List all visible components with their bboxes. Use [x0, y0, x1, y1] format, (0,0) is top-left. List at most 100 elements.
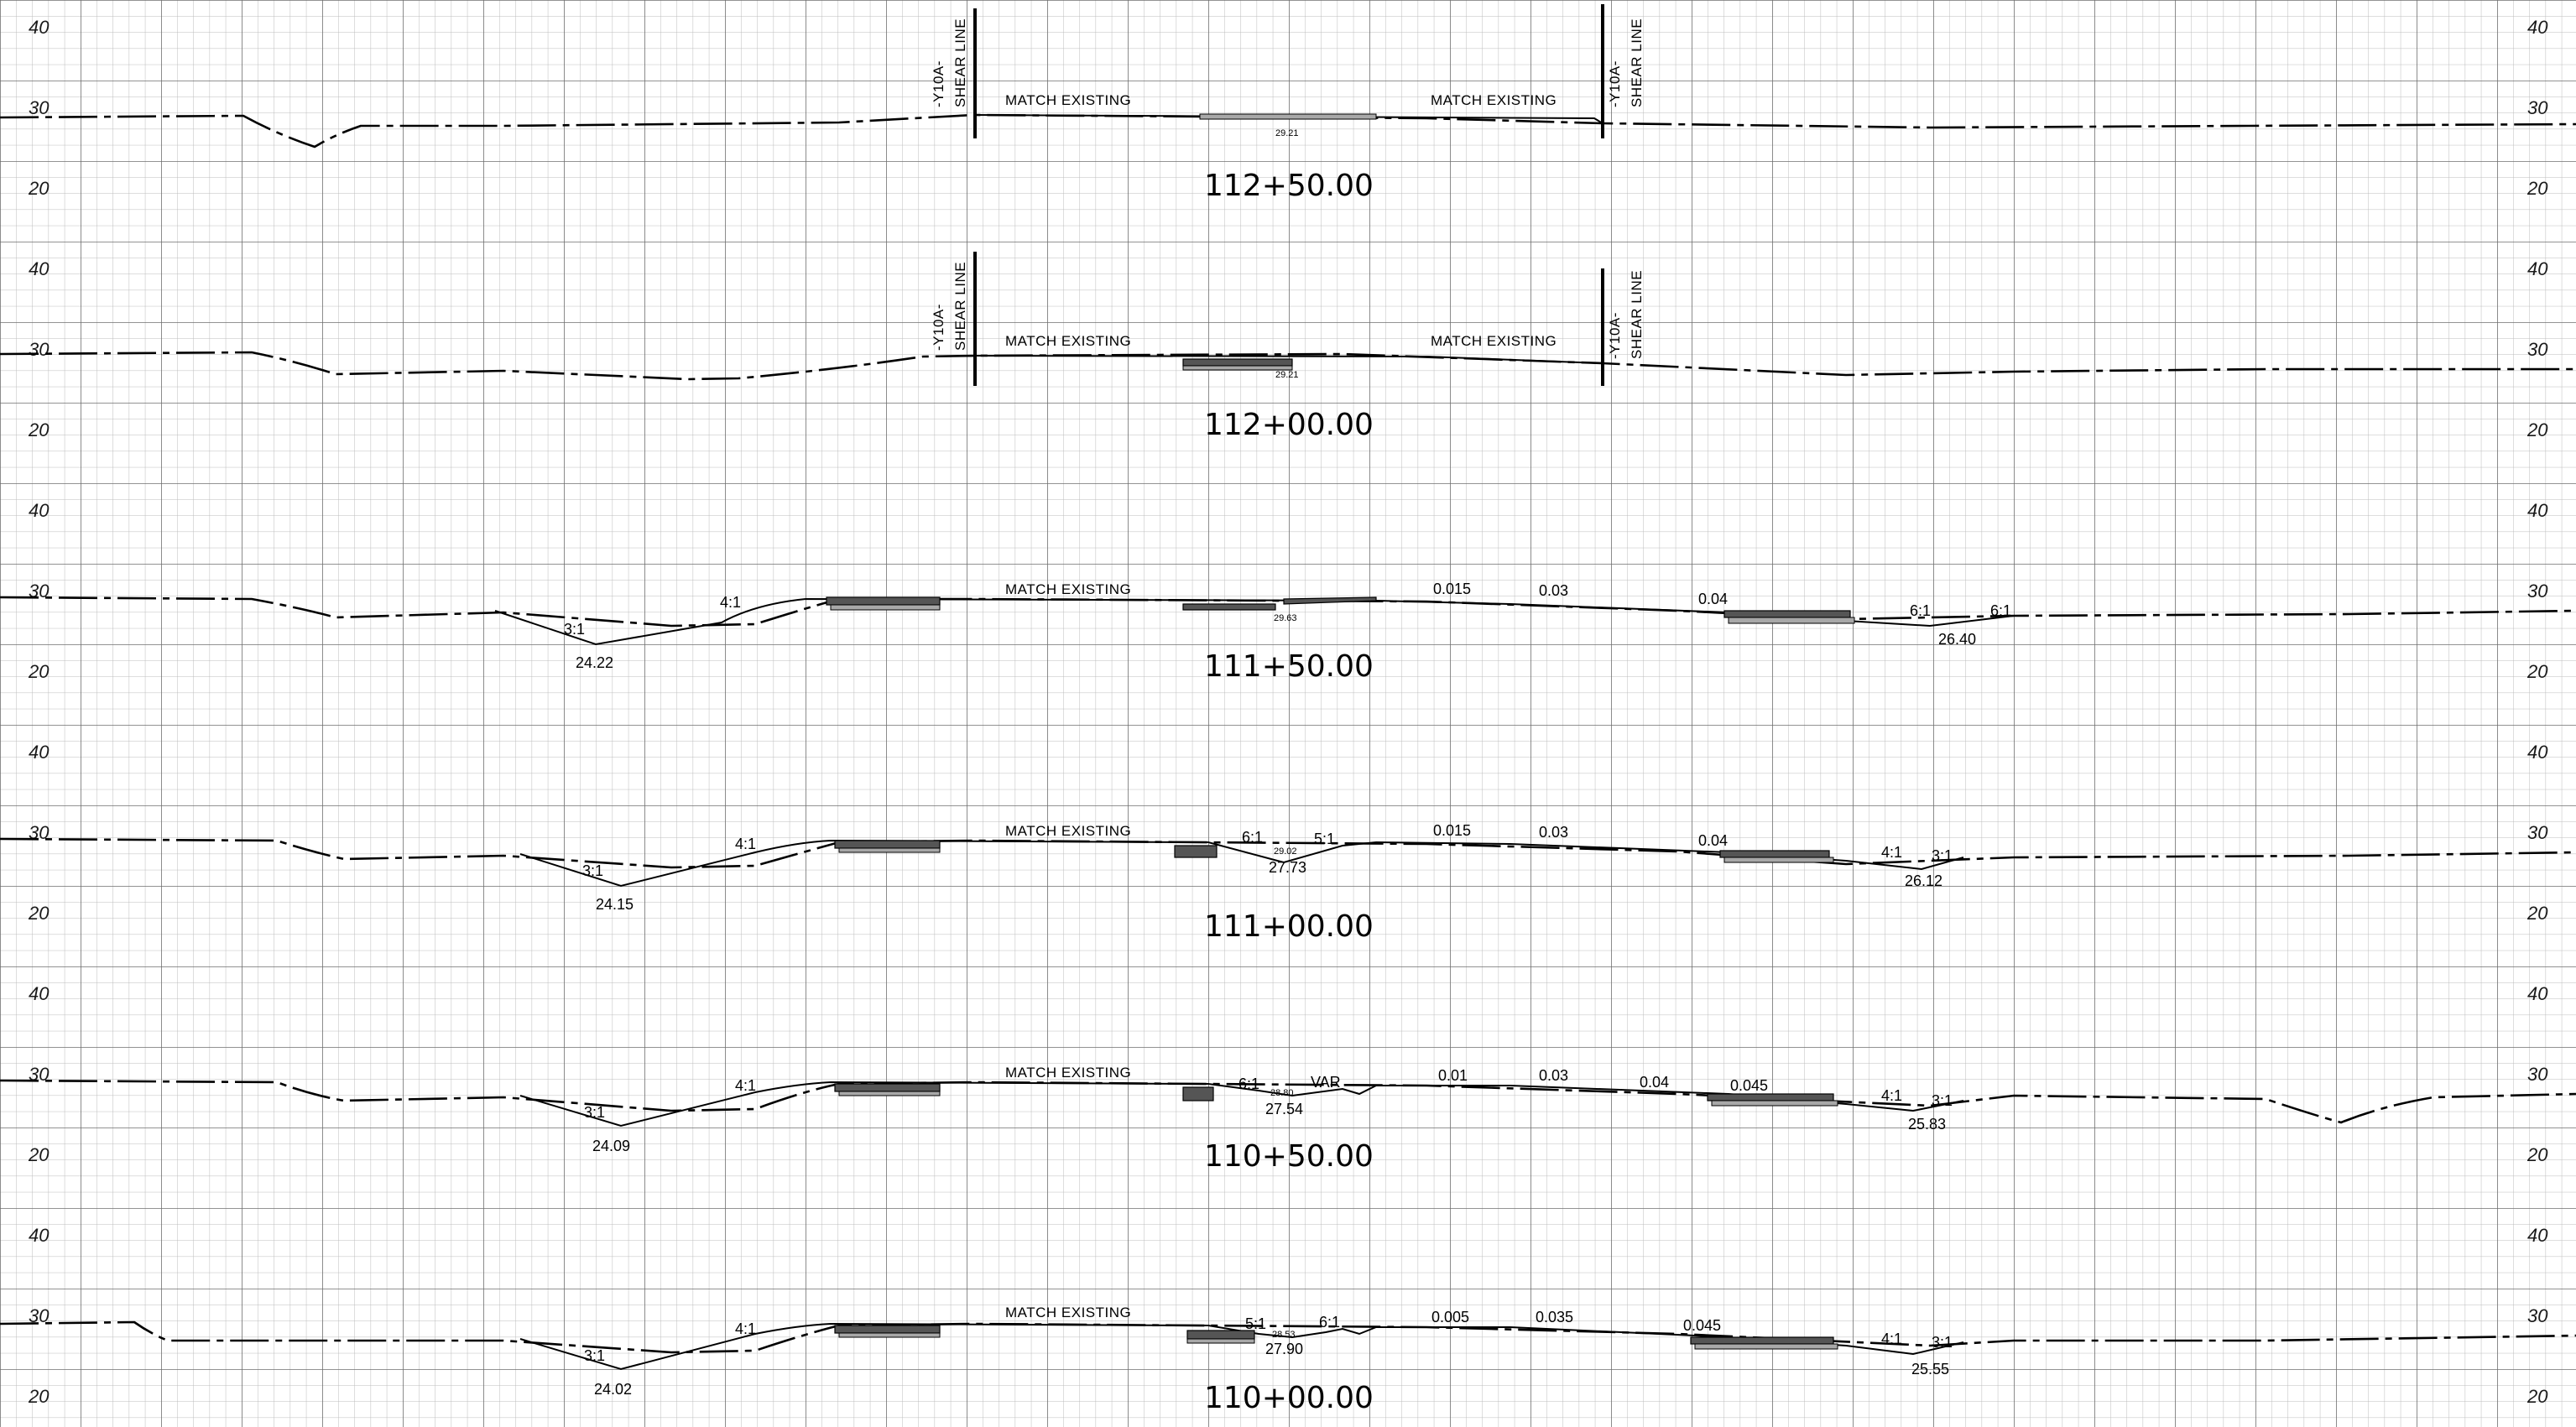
pavement-base-left: [838, 1091, 941, 1096]
slope-label: 4:1: [735, 1320, 756, 1337]
slope-label: 6:1: [1990, 602, 2011, 619]
proposed-grade-line: [974, 355, 1603, 364]
elev-label-20-left: 20: [28, 1144, 50, 1165]
center-elevation: 29.21: [1275, 370, 1299, 380]
elev-label-30-right: 30: [2527, 97, 2548, 118]
shear-label-left-bottom: SHEAR LINE: [952, 18, 968, 107]
elev-label-30-right: 30: [2527, 822, 2548, 843]
elev-label-30-left: 30: [29, 97, 50, 118]
low-point-right: 25.55: [1911, 1361, 1949, 1378]
elev-label-40-right: 40: [2527, 17, 2548, 38]
low-point-center: 27.73: [1269, 859, 1306, 876]
match-existing-left: MATCH EXISTING: [1005, 333, 1131, 349]
low-point-right: 26.40: [1938, 631, 1976, 648]
elev-label-20-right: 20: [2526, 178, 2548, 199]
slope-label: 0.015: [1433, 581, 1471, 597]
pavement-base-left: [838, 1332, 941, 1338]
pavement-base-right: [1723, 857, 1834, 863]
section-111-50: 40 30 20 40 30 20 MATCH EXISTING 3:1 4:1…: [0, 500, 2576, 684]
shear-label-right-bottom: SHEAR LINE: [1629, 270, 1645, 359]
elev-label-40-left: 40: [29, 742, 50, 763]
slope-label: 0.04: [1640, 1074, 1669, 1091]
pavement-layer-left: [834, 840, 941, 849]
pavement-layer: [1199, 113, 1377, 120]
elev-label-20-left: 20: [28, 903, 50, 924]
low-point-left: 24.09: [592, 1138, 630, 1154]
match-existing-left: MATCH EXISTING: [1005, 92, 1131, 108]
match-existing: MATCH EXISTING: [1005, 1305, 1131, 1320]
pavement-base-center: [1186, 1338, 1255, 1344]
elev-label-40-left: 40: [29, 258, 50, 279]
shear-label-right-top: -Y10A-: [1607, 60, 1623, 107]
low-point-left: 24.02: [594, 1381, 632, 1398]
slope-label: 0.01: [1438, 1067, 1468, 1084]
slope-label: 3:1: [584, 1347, 605, 1364]
slope-label: 4:1: [735, 836, 756, 852]
elev-label-30-right: 30: [2527, 339, 2548, 360]
slope-label: 6:1: [1238, 1075, 1259, 1092]
slope-label: 0.03: [1539, 582, 1568, 599]
slope-label: 0.015: [1433, 822, 1471, 839]
elev-label-20-left: 20: [28, 419, 50, 440]
elev-label-40-left: 40: [29, 1225, 50, 1246]
section-112-50: 40 30 20 40 30 20 -Y10A- SHEAR LINE -Y10…: [0, 4, 2576, 203]
slope-label: 0.04: [1698, 832, 1728, 849]
shear-label-left-bottom: SHEAR LINE: [952, 262, 968, 351]
elev-label-40-left: 40: [29, 500, 50, 521]
elev-label-30-right: 30: [2527, 581, 2548, 602]
shear-label-right-top: -Y10A-: [1607, 312, 1623, 359]
pavement-base-right: [1694, 1343, 1838, 1350]
shear-label-left-top: -Y10A-: [931, 60, 946, 107]
elev-label-20-right: 20: [2526, 1386, 2548, 1407]
match-existing: MATCH EXISTING: [1005, 581, 1131, 597]
elev-label-40-left: 40: [29, 17, 50, 38]
match-existing-right: MATCH EXISTING: [1431, 333, 1557, 349]
section-110-00: 40 30 20 40 30 20 MATCH EXISTING 3:1 4:1…: [0, 1225, 2576, 1415]
shear-label-left-top: -Y10A-: [931, 304, 946, 351]
pavement-layer-right: [1719, 850, 1830, 858]
slope-label: 3:1: [584, 1104, 605, 1121]
slope-label: 3:1: [1932, 1092, 1953, 1109]
elev-label-20-right: 20: [2526, 419, 2548, 440]
slope-label: 0.035: [1536, 1309, 1573, 1325]
center-elevation: 29.21: [1275, 128, 1299, 138]
elev-label-40-right: 40: [2527, 742, 2548, 763]
elev-label-30-right: 30: [2527, 1305, 2548, 1326]
section-111-00: 40 30 20 40 30 20 MATCH EXISTING 3:1 4:1…: [0, 742, 2576, 944]
elev-label-30-right: 30: [2527, 1064, 2548, 1085]
proposed-grade-line: [519, 839, 1964, 888]
elev-label-20-right: 20: [2526, 1144, 2548, 1165]
center-elevation: 28.53: [1272, 1330, 1296, 1340]
slope-label: 0.005: [1431, 1309, 1469, 1325]
station-label: 111+50.00: [1204, 649, 1374, 684]
station-label: 112+50.00: [1204, 169, 1374, 203]
slope-label: 6:1: [1319, 1314, 1340, 1331]
elev-label-40-right: 40: [2527, 983, 2548, 1004]
low-point-left: 24.22: [576, 654, 613, 671]
pavement-base-right: [1728, 617, 1855, 624]
slope-label: 4:1: [1881, 844, 1902, 861]
center-elevation: 28.80: [1270, 1088, 1294, 1098]
pavement-layer-center: [1174, 845, 1218, 858]
pavement-base-right: [1711, 1100, 1838, 1107]
slope-label: 3:1: [582, 862, 603, 879]
elev-label-40-right: 40: [2527, 1225, 2548, 1246]
slope-label: 4:1: [1881, 1087, 1902, 1104]
pavement-layer-center: [1186, 1330, 1255, 1340]
station-label: 112+00.00: [1204, 408, 1374, 442]
pavement-layer-base: [1182, 365, 1293, 371]
elev-label-40-right: 40: [2527, 258, 2548, 279]
center-elevation: 29.63: [1274, 613, 1297, 623]
elev-label-20-left: 20: [28, 178, 50, 199]
slope-label: 0.03: [1539, 824, 1568, 841]
pavement-layer-center: [1182, 1086, 1214, 1101]
match-existing: MATCH EXISTING: [1005, 1065, 1131, 1081]
station-label: 110+50.00: [1204, 1139, 1374, 1174]
pavement-layer-left: [826, 596, 941, 606]
slope-label: 5:1: [1314, 831, 1335, 847]
low-point-left: 24.15: [596, 896, 634, 913]
pavement-layer-right: [1690, 1336, 1834, 1345]
proposed-grade-line: [519, 1322, 1964, 1371]
